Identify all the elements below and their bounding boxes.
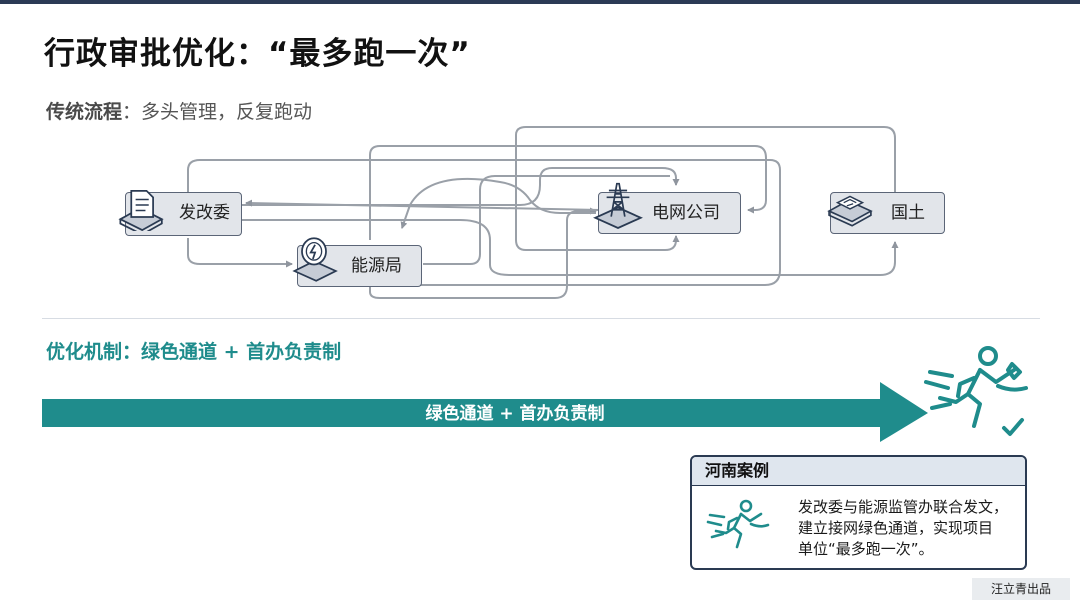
- document-desk-icon: [118, 189, 164, 231]
- node-energy-bureau: 能源局: [292, 237, 422, 287]
- node-label: 能源局: [351, 256, 402, 276]
- green-channel-arrow: [42, 382, 928, 442]
- traditional-flow-diagram: [187, 126, 899, 299]
- node-development-reform-commission: 发改委: [118, 189, 242, 236]
- flow-line: [515, 126, 896, 192]
- energy-coin-icon: [292, 237, 338, 282]
- flow-line: [245, 199, 601, 211]
- flow-line: [400, 177, 596, 229]
- node-land-resources: 国土: [827, 192, 945, 234]
- flow-line: [240, 167, 680, 206]
- arrow-text: 绿色通道 + 首办负责制: [425, 404, 605, 424]
- top-accent-bar: [0, 0, 1080, 4]
- case-line: 建立接网绿色通道，实现项目: [798, 519, 994, 537]
- case-header: 河南案例: [692, 457, 1025, 486]
- section-divider: [42, 318, 1040, 319]
- runner-icon: [706, 499, 770, 549]
- flow-line: [187, 238, 293, 268]
- flow-line: [369, 145, 767, 240]
- flow-line: [423, 175, 670, 265]
- land-map-icon: [827, 195, 873, 227]
- flow-line: [240, 219, 899, 276]
- traditional-process-label: 传统流程：多头管理，反复跑动: [46, 97, 312, 124]
- case-line: 单位“最多跑一次”。: [798, 540, 934, 558]
- node-label: 国土: [891, 203, 925, 223]
- node-grid-company: 电网公司: [593, 182, 741, 234]
- node-label: 电网公司: [652, 203, 720, 223]
- power-tower-icon: [593, 182, 643, 229]
- henan-case-box: 河南案例 发改委与能源监管办联合发文， 建立接网绿色通道，实现项目 单位“最多跑…: [690, 455, 1027, 570]
- case-line: 发改委与能源监管办联合发文，: [798, 498, 1009, 516]
- runner-icon: [924, 346, 1028, 436]
- credit-label: 汪立青出品: [972, 578, 1070, 600]
- traditional-process-label-rest: ：多头管理，反复跑动: [122, 101, 313, 123]
- traditional-process-label-bold: 传统流程: [46, 101, 123, 123]
- node-label: 发改委: [179, 203, 230, 223]
- flow-line: [187, 159, 781, 286]
- case-text: 发改委与能源监管办联合发文， 建立接网绿色通道，实现项目 单位“最多跑一次”。: [798, 497, 1023, 560]
- optimization-label: 优化机制：绿色通道 + 首办负责制: [46, 341, 342, 363]
- flow-line: [515, 135, 680, 251]
- page-title: 行政审批优化：“最多跑一次”: [44, 36, 471, 72]
